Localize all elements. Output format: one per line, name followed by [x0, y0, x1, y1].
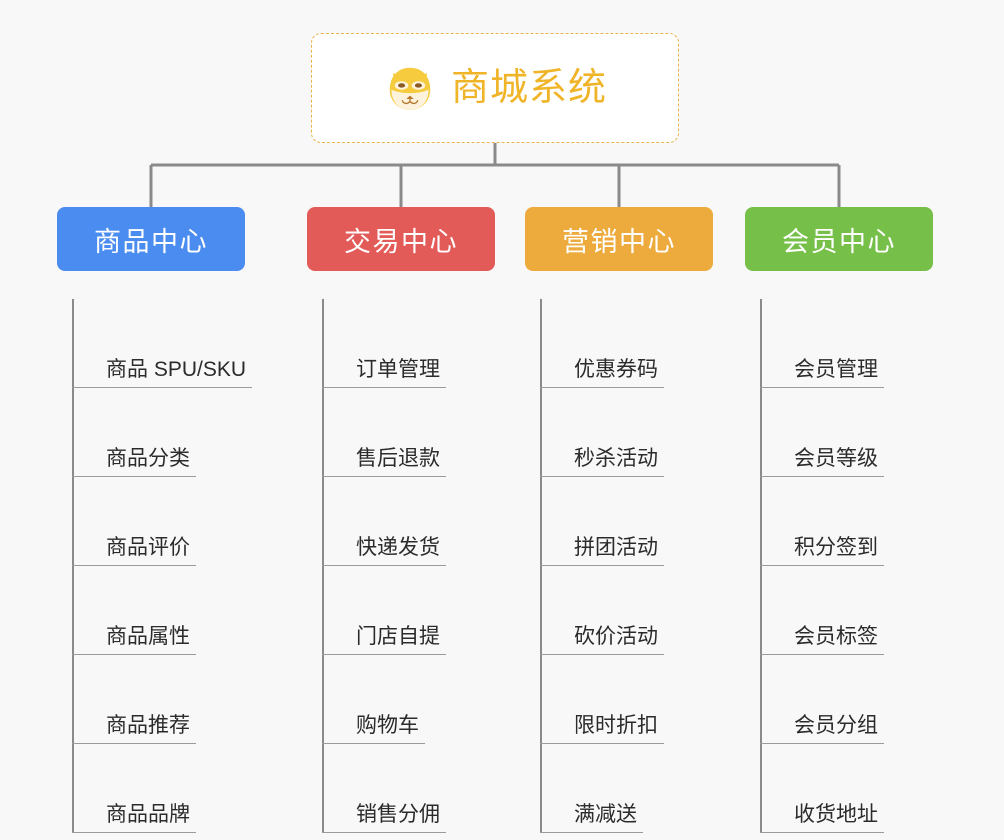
list-item-label: 商品推荐	[72, 714, 196, 744]
branch-column-marketing: 营销中心 优惠券码 秒杀活动 拼团活动 砍价活动 限时折扣 满减送	[525, 207, 713, 833]
list-item[interactable]: 砍价活动	[540, 566, 713, 655]
list-item[interactable]: 购物车	[322, 655, 495, 744]
list-item-label: 积分签到	[760, 536, 884, 566]
branch-column-product: 商品中心 商品 SPU/SKU 商品分类 商品评价 商品属性 商品推荐 商品品牌	[57, 207, 253, 833]
branch-item-list-marketing: 优惠券码 秒杀活动 拼团活动 砍价活动 限时折扣 满减送	[540, 299, 713, 833]
list-item-label: 门店自提	[322, 625, 446, 655]
list-item-label: 售后退款	[322, 447, 446, 477]
branch-header-label: 会员中心	[782, 226, 896, 257]
list-item[interactable]: 收货地址	[760, 744, 933, 833]
list-item[interactable]: 快递发货	[322, 477, 495, 566]
branch-header-member[interactable]: 会员中心	[745, 207, 933, 271]
branch-item-list-member: 会员管理 会员等级 积分签到 会员标签 会员分组 收货地址	[760, 299, 933, 833]
list-item[interactable]: 满减送	[540, 744, 713, 833]
list-item[interactable]: 会员管理	[760, 299, 933, 388]
list-item-label: 拼团活动	[540, 536, 664, 566]
list-item-label: 商品 SPU/SKU	[72, 358, 253, 388]
list-item-label: 限时折扣	[540, 714, 664, 744]
list-item[interactable]: 商品属性	[72, 566, 245, 655]
list-item-label: 购物车	[322, 714, 425, 744]
list-item-label: 订单管理	[322, 358, 446, 388]
list-item[interactable]: 订单管理	[322, 299, 495, 388]
list-item[interactable]: 会员标签	[760, 566, 933, 655]
branch-header-product[interactable]: 商品中心	[57, 207, 245, 271]
list-item-label: 满减送	[540, 803, 643, 833]
branch-header-label: 商品中心	[94, 226, 208, 257]
shiba-dog-face-icon	[389, 67, 431, 110]
list-item-label: 会员分组	[760, 714, 884, 744]
list-item[interactable]: 优惠券码	[540, 299, 713, 388]
list-item-label: 商品属性	[72, 625, 196, 655]
branch-header-trade[interactable]: 交易中心	[307, 207, 495, 271]
list-item[interactable]: 商品品牌	[72, 744, 245, 833]
list-item-label: 商品评价	[72, 536, 196, 566]
root-node: 商城系统	[311, 33, 679, 143]
list-item[interactable]: 限时折扣	[540, 655, 713, 744]
list-item-label: 会员等级	[760, 447, 884, 477]
branch-column-trade: 交易中心 订单管理 售后退款 快递发货 门店自提 购物车 销售分佣	[307, 207, 495, 833]
list-item[interactable]: 销售分佣	[322, 744, 495, 833]
list-item[interactable]: 商品评价	[72, 477, 245, 566]
branch-header-label: 交易中心	[344, 226, 458, 257]
list-item-label: 商品分类	[72, 447, 196, 477]
list-item-label: 商品品牌	[72, 803, 196, 833]
list-item[interactable]: 商品 SPU/SKU	[72, 299, 253, 388]
list-item[interactable]: 商品分类	[72, 388, 245, 477]
list-item[interactable]: 秒杀活动	[540, 388, 713, 477]
list-item-label: 会员标签	[760, 625, 884, 655]
list-item[interactable]: 会员分组	[760, 655, 933, 744]
branch-item-list-trade: 订单管理 售后退款 快递发货 门店自提 购物车 销售分佣	[322, 299, 495, 833]
list-item-label: 会员管理	[760, 358, 884, 388]
list-item[interactable]: 售后退款	[322, 388, 495, 477]
branch-column-member: 会员中心 会员管理 会员等级 积分签到 会员标签 会员分组 收货地址	[745, 207, 933, 833]
list-item-label: 砍价活动	[540, 625, 664, 655]
branch-header-label: 营销中心	[562, 226, 676, 257]
list-item-label: 优惠券码	[540, 358, 664, 388]
list-item-label: 快递发货	[322, 536, 446, 566]
list-item-label: 销售分佣	[322, 803, 446, 833]
branch-item-list-product: 商品 SPU/SKU 商品分类 商品评价 商品属性 商品推荐 商品品牌	[72, 299, 253, 833]
branch-header-marketing[interactable]: 营销中心	[525, 207, 713, 271]
root-title: 商城系统	[450, 67, 607, 109]
list-item[interactable]: 拼团活动	[540, 477, 713, 566]
list-item-label: 秒杀活动	[540, 447, 664, 477]
list-item[interactable]: 会员等级	[760, 388, 933, 477]
list-item[interactable]: 积分签到	[760, 477, 933, 566]
list-item[interactable]: 门店自提	[322, 566, 495, 655]
list-item-label: 收货地址	[760, 803, 884, 833]
list-item[interactable]: 商品推荐	[72, 655, 245, 744]
